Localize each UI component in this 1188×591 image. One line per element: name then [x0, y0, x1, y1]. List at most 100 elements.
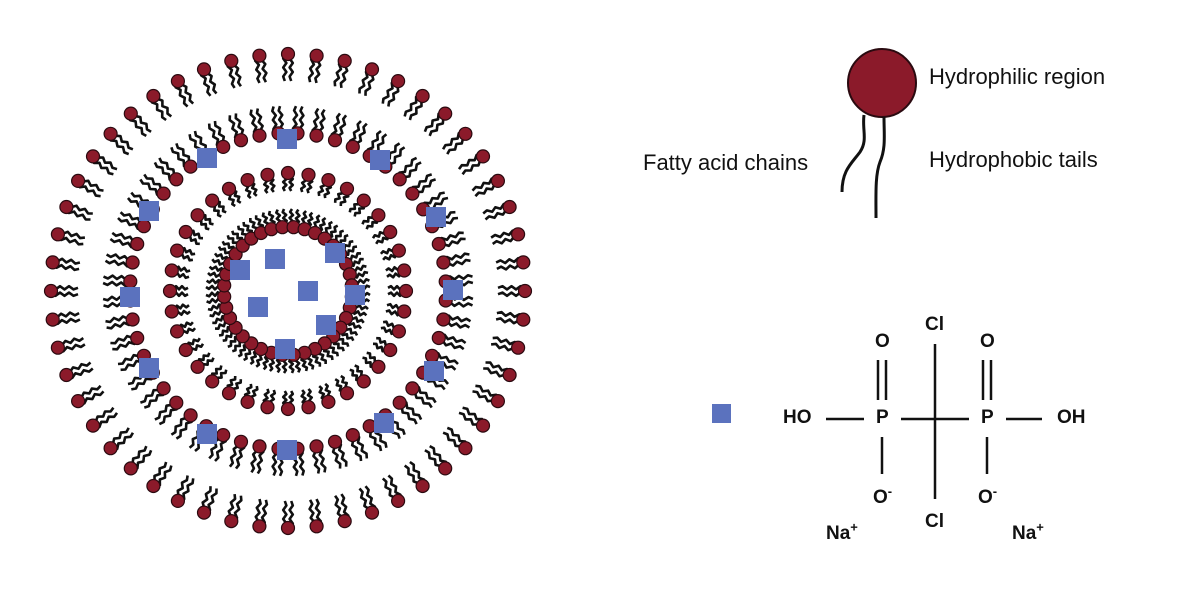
phospholipid-head	[45, 312, 60, 327]
outer-bilayer-inner-leaflet-lipid	[327, 112, 348, 148]
outer-bilayer-inner-leaflet-lipid	[309, 107, 326, 143]
inner-bilayer-inner-leaflet-lipid	[207, 300, 234, 318]
charge-minus-left: -	[887, 483, 893, 499]
phospholipid-head	[183, 159, 198, 174]
inner-bilayer-outer-leaflet-lipid	[170, 321, 197, 339]
atom-p-left: P	[876, 407, 889, 428]
phospholipid-head	[169, 172, 184, 187]
na-right-symbol: Na	[1012, 523, 1037, 544]
outer-bilayer-outer-leaflet-lipid	[490, 336, 526, 355]
drug-square	[374, 413, 394, 433]
phospholipid-head	[170, 324, 185, 339]
atom-p-right: P	[981, 407, 994, 428]
phospholipid-head	[240, 173, 255, 188]
phospholipid-head	[125, 312, 140, 327]
inner-bilayer-outer-leaflet-lipid	[221, 181, 242, 208]
phospholipid-head	[125, 255, 140, 270]
phospholipid-head	[392, 172, 407, 187]
phospholipid-head	[196, 62, 212, 77]
atom-o-minus-right: O-	[978, 485, 997, 509]
drug-square	[230, 260, 250, 280]
phospholipid-head	[252, 439, 267, 454]
outer-bilayer-outer-leaflet-lipid	[196, 62, 218, 97]
phospholipid-head	[156, 381, 171, 396]
drug-square	[345, 285, 365, 305]
outer-bilayer-inner-leaflet-lipid	[139, 381, 171, 409]
phospholipid-head	[70, 394, 86, 409]
inner-bilayer-outer-leaflet-lipid	[333, 181, 355, 207]
outer-bilayer-inner-leaflet-lipid	[436, 252, 471, 270]
outer-bilayer-outer-leaflet-lipid	[123, 106, 152, 138]
inner-bilayer-inner-leaflet-lipid	[297, 345, 315, 372]
phospholipid-head	[50, 340, 66, 355]
outer-bilayer-inner-leaflet-lipid	[431, 330, 467, 351]
phospholipid-head	[516, 255, 531, 270]
outer-bilayer-outer-leaflet-lipid	[59, 361, 94, 383]
inner-bilayer-outer-leaflet-lipid	[205, 193, 227, 218]
outer-bilayer-outer-leaflet-lipid	[85, 406, 119, 433]
phospholipid-head	[280, 520, 296, 536]
outer-bilayer-outer-leaflet-lipid	[280, 500, 296, 536]
outer-bilayer-inner-leaflet-lipid	[436, 312, 472, 329]
outer-bilayer-inner-leaflet-lipid	[249, 108, 267, 143]
drug-square	[316, 315, 336, 335]
phospholipid-head	[103, 126, 118, 141]
outer-bilayer-outer-leaflet-lipid	[196, 486, 218, 520]
inner-bilayer-outer-leaflet-lipid	[300, 388, 316, 415]
phospholipid-head	[221, 181, 237, 196]
outer-bilayer-inner-leaflet-lipid	[207, 120, 231, 154]
atom-cl-top: Cl	[925, 314, 944, 335]
phospholipid-head	[397, 304, 412, 319]
atom-na-left: Na+	[826, 521, 858, 545]
outer-bilayer-inner-leaflet-lipid	[105, 312, 140, 330]
phospholipid-head	[170, 493, 185, 508]
outer-bilayer-outer-leaflet-lipid	[59, 199, 93, 221]
drug-square	[120, 287, 140, 307]
outer-bilayer-inner-leaflet-lipid	[345, 120, 368, 154]
phospholipid-head	[475, 149, 491, 164]
phospholipid-head	[458, 441, 473, 456]
drug-square	[298, 281, 318, 301]
phospholipid-head	[252, 48, 267, 63]
clodronate-structure	[826, 344, 1042, 499]
phospholipid-head	[398, 283, 414, 299]
drug-square	[325, 243, 345, 263]
phospholipid-head	[510, 340, 526, 355]
atom-o-top-right: O	[980, 331, 995, 352]
phospholipid-head	[339, 181, 355, 196]
drug-square	[139, 201, 159, 221]
inner-bilayer-inner-leaflet-lipid	[205, 278, 232, 293]
o-minus-right-symbol: O	[978, 487, 993, 508]
inner-bilayer-outer-leaflet-lipid	[361, 208, 386, 230]
outer-bilayer-inner-leaflet-lipid	[153, 157, 184, 187]
phospholipid-head	[130, 236, 145, 252]
phospholipid-head	[391, 73, 406, 89]
drug-square	[424, 361, 444, 381]
inner-bilayer-outer-leaflet-lipid	[164, 263, 191, 280]
phospholipid-head	[383, 224, 398, 240]
phospholipid-head	[345, 139, 360, 154]
inner-bilayer-outer-leaflet-lipid	[280, 390, 296, 417]
phospholipid-head	[364, 62, 380, 77]
phospholipid-head	[397, 263, 412, 278]
phospholipid-head	[405, 186, 420, 201]
phospholipid-head	[280, 165, 296, 181]
phospholipid-head	[146, 88, 161, 104]
phospholipid-head	[337, 513, 352, 529]
outer-bilayer-outer-leaflet-lipid	[458, 406, 491, 433]
phospholipid-head	[205, 193, 220, 208]
outer-bilayer-outer-leaflet-lipid	[358, 485, 380, 520]
hydrophilic-region-label: Hydrophilic region	[929, 64, 1106, 89]
phospholipid-head	[280, 46, 296, 62]
drug-square	[197, 424, 217, 444]
inner-bilayer-outer-leaflet-lipid	[379, 243, 406, 261]
outer-bilayer-outer-leaflet-lipid	[441, 126, 473, 155]
outer-bilayer-outer-leaflet-lipid	[423, 106, 453, 137]
phospholipid-head	[103, 441, 118, 456]
phospholipid-head	[123, 461, 138, 476]
inner-bilayer-outer-leaflet-lipid	[372, 336, 398, 358]
phospholipid-head	[136, 219, 151, 234]
phospholipid-head	[516, 312, 531, 327]
outer-bilayer-inner-leaflet-lipid	[431, 231, 466, 252]
phospholipid-head	[260, 400, 275, 415]
